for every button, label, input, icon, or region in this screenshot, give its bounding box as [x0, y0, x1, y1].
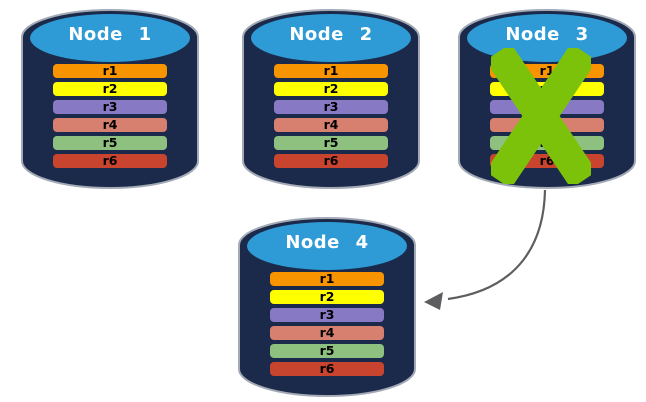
arrow-curve	[447, 189, 547, 301]
row-r4: r4	[274, 117, 388, 132]
node-title: Node 3	[505, 24, 589, 45]
row-stack: r1 r2 r3 r4 r5 r6	[274, 63, 388, 168]
row-r2: r2	[270, 289, 384, 304]
node-2: Node 2 r1 r2 r3 r4 r5 r6	[241, 4, 421, 192]
row-r1: r1	[270, 271, 384, 286]
cylinder-top	[30, 14, 190, 62]
x-stroke	[491, 48, 591, 184]
replication-arrow-icon	[424, 189, 547, 310]
row-r6: r6	[270, 361, 384, 376]
failure-x-icon	[491, 48, 591, 184]
node-3: Node 3 r1 r2 r3 r4 r5 r6	[457, 4, 637, 192]
row-label: r4	[323, 117, 339, 132]
node-title: Node 2	[289, 24, 373, 45]
arrow-head	[424, 292, 443, 310]
row-label: r6	[323, 153, 339, 168]
row-r1: r1	[53, 63, 167, 78]
cylinder-top	[251, 14, 411, 62]
cylinder-top	[247, 222, 407, 270]
row-label: r3	[323, 99, 339, 114]
row-label: r3	[319, 307, 335, 322]
row-label: r4	[102, 117, 118, 132]
row-label: r3	[102, 99, 118, 114]
row-r2: r2	[53, 81, 167, 96]
row-label: r6	[102, 153, 118, 168]
row-label: r6	[319, 361, 335, 376]
row-r4: r4	[270, 325, 384, 340]
row-r6: r6	[274, 153, 388, 168]
row-r4: r4	[53, 117, 167, 132]
node-4: Node 4 r1 r2 r3 r4 r5 r6	[237, 212, 417, 400]
row-r1: r1	[274, 63, 388, 78]
row-label: r4	[319, 325, 335, 340]
row-r3: r3	[274, 99, 388, 114]
row-label: r5	[323, 135, 339, 150]
row-r3: r3	[270, 307, 384, 322]
node-title: Node 4	[285, 232, 369, 253]
row-r2: r2	[274, 81, 388, 96]
row-r6: r6	[53, 153, 167, 168]
row-label: r5	[319, 343, 335, 358]
row-r5: r5	[53, 135, 167, 150]
row-label: r1	[323, 63, 339, 78]
node-title: Node 1	[68, 24, 152, 45]
row-label: r5	[102, 135, 118, 150]
row-stack: r1 r2 r3 r4 r5 r6	[53, 63, 167, 168]
row-r3: r3	[53, 99, 167, 114]
row-r5: r5	[274, 135, 388, 150]
row-label: r2	[323, 81, 339, 96]
row-label: r1	[102, 63, 118, 78]
row-label: r2	[319, 289, 335, 304]
row-stack: r1 r2 r3 r4 r5 r6	[270, 271, 384, 376]
row-label: r2	[102, 81, 118, 96]
row-r5: r5	[270, 343, 384, 358]
row-label: r1	[319, 271, 335, 286]
node-1: Node 1 r1 r2 r3 r4 r5 r6	[20, 4, 200, 192]
